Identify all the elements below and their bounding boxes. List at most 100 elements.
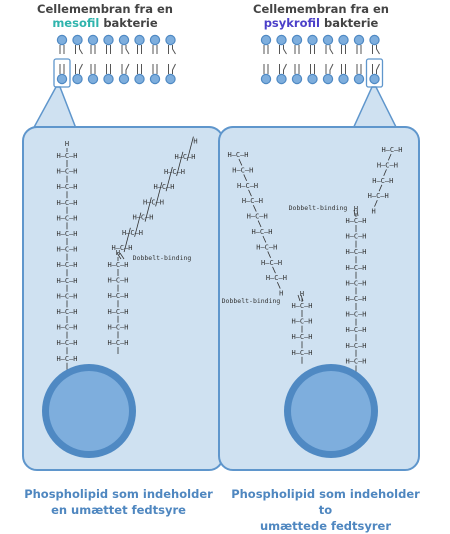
left-chain-b-upper-ch2: H—C—H xyxy=(132,214,153,222)
left-chain-b-ch2: H—C—H xyxy=(107,261,128,269)
right-chain-b-ch2: H—C—H xyxy=(345,326,366,334)
lipid-head xyxy=(103,34,114,46)
right-chain-a-upper-bond xyxy=(252,205,257,212)
lipid-head xyxy=(276,73,287,85)
double-bond-right-a xyxy=(300,294,304,302)
lipid-head xyxy=(369,73,380,85)
left-chain-b-ch2: H—C—H xyxy=(107,339,128,347)
lipid-head xyxy=(260,34,272,46)
double-bond-left xyxy=(116,252,122,260)
lipid-head xyxy=(118,73,130,85)
lipid-tail xyxy=(376,63,380,74)
left-chain-a-h-top: H xyxy=(65,140,69,148)
right-chain-a-upper-h-end: H xyxy=(279,290,283,298)
psykrofil-term: psykrofil xyxy=(263,16,320,30)
lipid-tail xyxy=(283,63,287,74)
right-chain-b-upper-bond xyxy=(387,153,392,161)
lipid-head xyxy=(149,34,161,46)
lipid-head xyxy=(322,34,334,46)
left-chain-a-ch2: H—C—H xyxy=(56,246,77,254)
lipid-tail xyxy=(283,45,287,55)
left-chain-b-ch2: H—C—H xyxy=(107,292,128,300)
lipid-tail xyxy=(79,45,83,55)
caption-left-line1: Phospholipid som indeholder xyxy=(24,487,213,501)
left-chain-a-ch2: H—C—H xyxy=(56,183,77,191)
connector-left xyxy=(30,86,79,132)
left-chain-b-upper-bond xyxy=(155,182,163,207)
right-chain-a-upper-bond xyxy=(248,189,252,197)
double-bond-left xyxy=(119,252,125,260)
highlight-box xyxy=(365,58,384,88)
lipid-tail xyxy=(125,63,130,74)
right-chain-a-upper-bond xyxy=(257,220,262,228)
right-chain-b-ch2: H—C—H xyxy=(345,264,366,272)
left-chain-a-ch2: H—C—H xyxy=(56,168,77,176)
lipid-head xyxy=(322,73,334,85)
lipid-head xyxy=(72,34,83,46)
left-chain-a-ch2: H—C—H xyxy=(56,355,77,363)
lipid-tail xyxy=(172,63,176,74)
left-chain-a-ch2: H—C—H xyxy=(56,292,77,300)
right-chain-b-h-top: H xyxy=(354,205,358,213)
left-chain-b-upper-h-end: H xyxy=(193,138,197,146)
heading-psykrofil-line2: psykrofil bakterie xyxy=(236,16,406,30)
left-chain-b-upper-bond xyxy=(186,136,194,161)
right-chain-a-upper-ch2: H—C—H xyxy=(227,151,248,159)
right-chain-b-upper-ch2: H—C—H xyxy=(377,161,398,169)
heading-mesofil-rest: bakterie xyxy=(99,16,158,30)
lipid-head xyxy=(338,34,349,46)
left-chain-a-ch2: H—C—H xyxy=(56,324,77,332)
left-chain-b-upper-bond xyxy=(134,212,142,237)
right-chain-a-ch2: H—C—H xyxy=(291,318,312,326)
right-chain-b-upper-ch2: H—C—H xyxy=(381,146,402,154)
right-chain-a-ch2: H—C—H xyxy=(291,349,312,357)
caption-right-line1: Phospholipid som indeholder to xyxy=(231,487,420,517)
lipid-head xyxy=(103,73,114,85)
right-chain-b-ch2: H—C—H xyxy=(345,295,366,303)
lipid-head xyxy=(291,73,303,85)
right-chain-b-ch2: H—C—H xyxy=(345,311,366,319)
left-chain-a-ch2: H—C—H xyxy=(56,261,77,269)
bond-label-right-top: Dobbelt-binding xyxy=(289,204,348,212)
right-chain-a-upper-bond xyxy=(272,266,276,274)
right-chain-a-ch2: H—C—H xyxy=(291,302,312,310)
right-chain-b-upper-bond xyxy=(383,169,387,176)
right-chain-b-ch2: H—C—H xyxy=(345,357,366,365)
heading-mesofil-line2: mesofil bakterie xyxy=(20,16,190,30)
lipid-head xyxy=(56,73,68,85)
bond-label-left: Dobbelt-binding xyxy=(133,254,192,262)
lipid-head xyxy=(56,34,68,46)
right-chain-b-upper-ch2: H—C—H xyxy=(372,177,393,185)
left-chain-b-upper-ch2: H—C—H xyxy=(111,244,132,252)
caption-left-line2: en umættet fedtsyre xyxy=(51,503,186,517)
left-chain-a-ch2: H—C—H xyxy=(56,152,77,160)
left-chain-b-ch2: H—C—H xyxy=(107,308,128,316)
left-chain-b-upper-bond xyxy=(165,166,173,192)
lipid-head xyxy=(118,34,130,46)
right-chain-b-ch2: H—C—H xyxy=(345,233,366,241)
left-chain-a-ch2: H—C—H xyxy=(56,199,77,207)
heading-mesofil-line1: Cellemembran fra en xyxy=(37,2,173,16)
right-chain-a-upper-bond xyxy=(243,174,248,181)
double-bond-right-b xyxy=(353,209,356,217)
lipid-tail xyxy=(376,45,380,55)
lipid-head xyxy=(87,73,99,85)
lipid-tail xyxy=(172,45,176,55)
lipid-head xyxy=(260,73,272,85)
lipid-head xyxy=(353,34,365,46)
lipid-head xyxy=(165,73,176,85)
lipid-head xyxy=(353,73,365,85)
lipid-head xyxy=(307,34,318,46)
lipid-tail xyxy=(329,45,334,55)
right-chain-b-ch2: H—C—H xyxy=(345,248,366,256)
left-chain-b-upper-ch2: H—C—H xyxy=(143,198,164,206)
left-chain-b-upper-bond xyxy=(176,151,184,177)
left-chain-a-ch2: H—C—H xyxy=(56,214,77,222)
right-chain-a-upper-bond xyxy=(267,251,272,258)
heading-psykrofil-line1: Cellemembran fra en xyxy=(253,2,389,16)
right-chain-a-upper-ch2: H—C—H xyxy=(251,228,272,236)
double-bond-right-a xyxy=(297,294,301,302)
lipid-head xyxy=(165,34,176,46)
lipid-tail xyxy=(329,63,334,74)
